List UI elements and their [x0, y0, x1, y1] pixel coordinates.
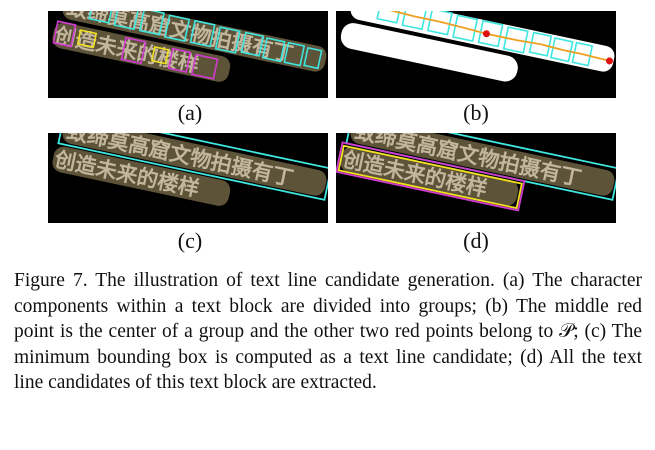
text-line-2-blob — [52, 22, 231, 82]
panel-b-label: (b) — [463, 100, 489, 125]
panel-b-image — [336, 11, 616, 98]
text-line-2-blob-c — [52, 146, 231, 206]
panel-c-image: 致缔莫高窟文物拍摄有丁 创造未来的楼样 — [48, 133, 328, 223]
panel-a-label: (a) — [177, 100, 203, 125]
text-line-1-blob-c — [62, 133, 327, 196]
panel-d-label: (d) — [463, 228, 489, 253]
magenta-character-boxes — [52, 20, 219, 80]
panel-c-figure: 致缔莫高窟文物拍摄有丁 创造未来的楼样 — [52, 133, 328, 206]
mask-line-2 — [340, 23, 518, 82]
figure-caption: Figure 7. The illustration of text line … — [14, 270, 642, 393]
panel-b-figure — [340, 11, 615, 82]
text-line-1-blob-d — [350, 133, 615, 196]
text-line-2-blob-d — [340, 146, 519, 206]
candidate-box-line-2-magenta — [336, 141, 526, 212]
bounding-box-line-1 — [57, 133, 328, 201]
panel-a-figure: 致缔莫高窟文物拍摄有丁 创造未来的楼样 — [52, 11, 327, 82]
panel-d-image: 致缔莫高窟文物拍摄有丁 创造未来的楼样 — [336, 133, 616, 223]
panel-d-figure: 致缔莫高窟文物拍摄有丁 创造未来的楼样 — [336, 133, 616, 212]
candidate-box-line-2-yellow — [337, 144, 523, 210]
panel-a-image: 致缔莫高窟文物拍摄有丁 创造未来的楼样 — [48, 11, 328, 98]
red-point-right — [605, 57, 613, 65]
panel-c-label: (c) — [177, 228, 203, 253]
yellow-character-boxes — [76, 29, 170, 65]
cyan-character-boxes — [88, 11, 323, 70]
red-point-center — [482, 30, 490, 38]
